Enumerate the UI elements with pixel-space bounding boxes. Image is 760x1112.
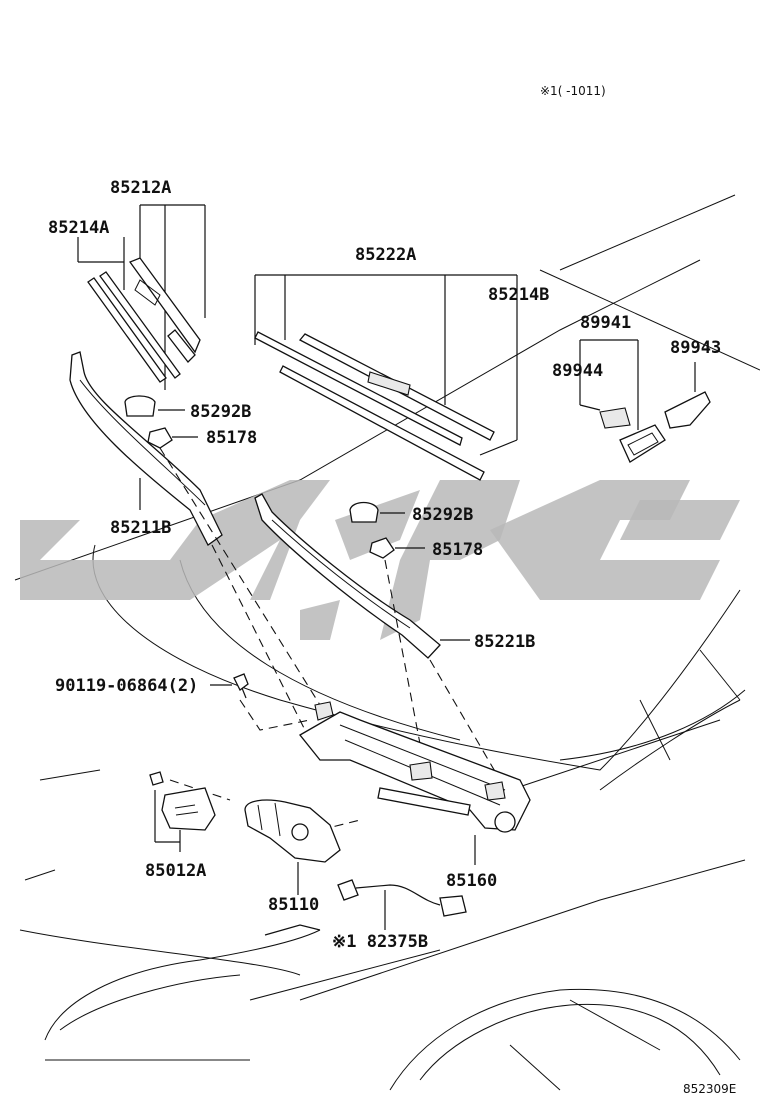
label-85292B-lower: 85292B [412, 505, 473, 525]
label-85214B: 85214B [488, 285, 549, 305]
label-85160: 85160 [446, 871, 497, 891]
figure-code: 852309E [683, 1082, 736, 1096]
part-89943-sensor-cover [664, 362, 711, 429]
label-85012A: 85012A [145, 861, 206, 881]
label-85214A: 85214A [48, 218, 109, 238]
label-82375B: ※1 82375B [332, 932, 428, 952]
label-85292B-upper: 85292B [190, 402, 251, 422]
part-85012A-bracket [149, 771, 216, 852]
part-85221B-right-wiper-arm [254, 493, 470, 659]
part-85110-wiper-motor [244, 799, 341, 895]
assembly-guide-lines [159, 447, 501, 831]
label-90119-06864: 90119-06864(2) [55, 676, 198, 696]
label-85178-lower: 85178 [432, 540, 483, 560]
label-89943: 89943 [670, 338, 721, 358]
part-85222A-right-blade [254, 274, 518, 481]
label-85110: 85110 [268, 895, 319, 915]
label-89941: 89941 [580, 313, 631, 333]
part-85178-nut-upper [147, 427, 198, 449]
label-89944: 89944 [552, 361, 603, 381]
applicability-note: ※1( -1011) [540, 84, 606, 98]
part-82375B-wire-harness [264, 879, 467, 936]
part-85292B-cap-lower [349, 501, 405, 523]
label-85221B: 85221B [474, 632, 535, 652]
part-85211B-left-wiper-arm [69, 351, 223, 546]
label-85222A: 85222A [355, 245, 416, 265]
label-85178-upper: 85178 [206, 428, 257, 448]
part-85212A-left-blade [77, 204, 206, 390]
vehicle-body-outline [14, 194, 760, 1091]
part-85292B-cap-upper [124, 395, 185, 417]
label-85212A: 85212A [110, 178, 171, 198]
part-90119-06864-bolt [210, 673, 249, 699]
watermark-logo-icon [20, 480, 740, 640]
part-89941-rain-sensor [579, 339, 666, 463]
label-85211B: 85211B [110, 518, 171, 538]
part-85178-nut-lower [369, 537, 425, 559]
part-85160-wiper-link-assembly [299, 701, 531, 865]
